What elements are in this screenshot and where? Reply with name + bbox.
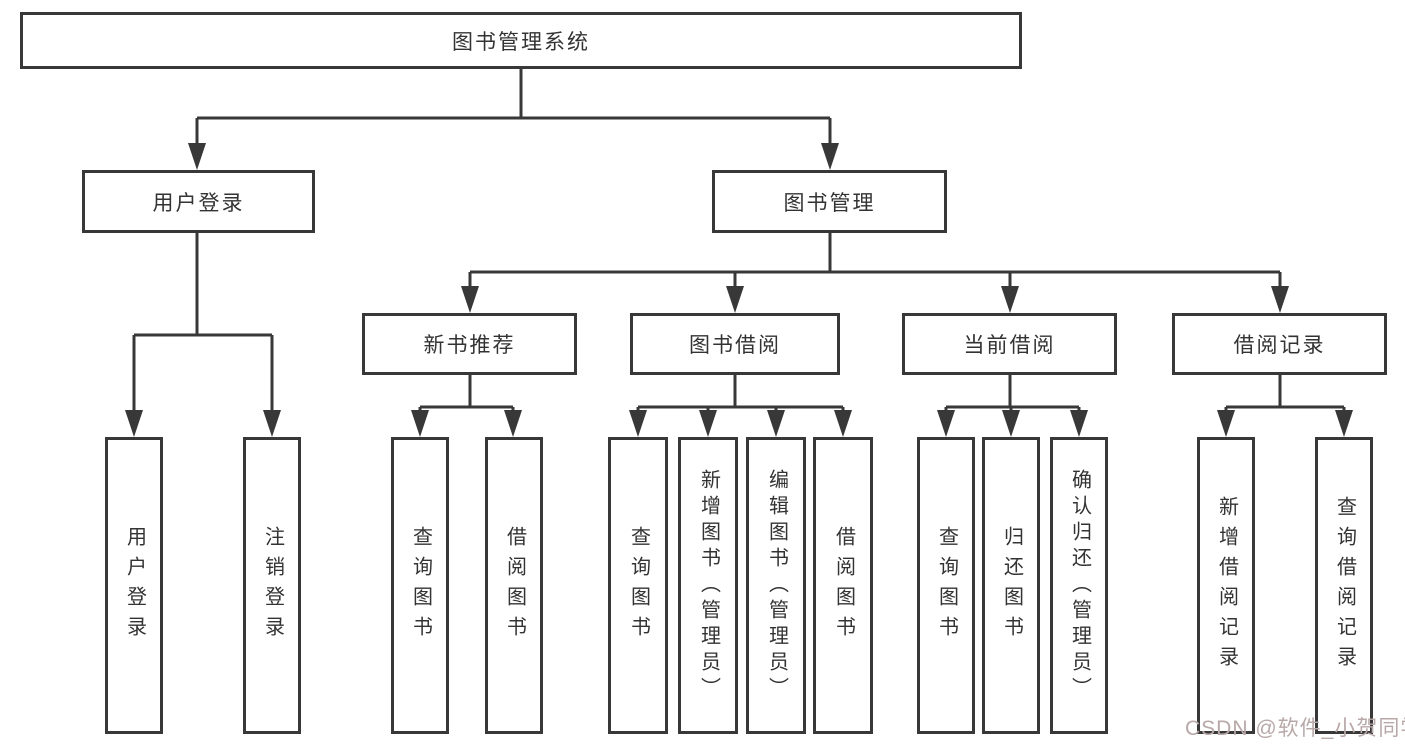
arrow-down-icon	[629, 410, 647, 437]
node-label: 借阅图书	[832, 525, 855, 646]
leaf-borrow-books-2: 借阅图书	[813, 437, 873, 734]
node-current-borrowing: 当前借阅	[902, 313, 1117, 375]
node-user-login: 用户登录	[82, 170, 315, 233]
node-label: 借阅图书	[503, 525, 526, 646]
leaf-query-books-3: 查询图书	[917, 437, 975, 734]
leaf-query-borrow-record: 查询借阅记录	[1315, 437, 1373, 734]
leaf-add-borrow-record: 新增借阅记录	[1197, 437, 1255, 734]
leaf-edit-books-admin: 编辑图书（管理员）	[746, 437, 806, 734]
connector-login-to-children	[132, 233, 274, 412]
arrow-down-icon	[1335, 410, 1353, 437]
node-label: 新增借阅记录	[1215, 495, 1238, 676]
node-label: 借阅记录	[1233, 334, 1326, 357]
arrow-down-icon	[263, 410, 281, 437]
leaf-return-books: 归还图书	[982, 437, 1040, 734]
node-book-management: 图书管理	[712, 170, 947, 233]
connector-records-to-children	[1224, 375, 1346, 412]
node-label: 图书管理	[783, 191, 876, 215]
node-label: 图书管理系统	[452, 30, 590, 54]
leaf-user-login: 用户登录	[105, 437, 163, 734]
leaf-confirm-return-admin: 确认归还（管理员）	[1050, 437, 1108, 734]
node-label: 查询图书	[935, 525, 958, 646]
arrow-down-icon	[834, 410, 852, 437]
arrow-down-icon	[1271, 286, 1289, 313]
node-label: 用户登录	[152, 191, 245, 215]
node-new-book-recommend: 新书推荐	[362, 313, 577, 375]
arrow-down-icon	[411, 410, 429, 437]
watermark: CSDN @软件_小贺同学	[1185, 717, 1405, 740]
arrow-down-icon	[937, 410, 955, 437]
arrow-down-icon	[188, 143, 206, 170]
arrow-down-icon	[821, 143, 839, 170]
node-label: 查询图书	[409, 525, 432, 646]
node-label: 新增图书（管理员）	[697, 468, 720, 703]
node-book-borrowing: 图书借阅	[630, 313, 840, 375]
node-label: 确认归还（管理员）	[1068, 468, 1091, 703]
arrow-down-icon	[1001, 286, 1019, 313]
connector-root-to-level1	[195, 69, 832, 146]
node-borrowing-records: 借阅记录	[1172, 313, 1387, 375]
node-label: 编辑图书（管理员）	[765, 468, 788, 703]
leaf-add-books-admin: 新增图书（管理员）	[678, 437, 738, 734]
leaf-logout: 注销登录	[243, 437, 301, 734]
arrow-down-icon	[461, 286, 479, 313]
node-label: 归还图书	[1000, 525, 1023, 646]
leaf-query-books-2: 查询图书	[608, 437, 668, 734]
node-label: 注销登录	[261, 525, 284, 646]
arrow-down-icon	[125, 410, 143, 437]
arrow-down-icon	[767, 410, 785, 437]
node-library-management-system: 图书管理系统	[20, 12, 1022, 69]
node-label: 图书借阅	[689, 334, 781, 357]
node-label: 查询借阅记录	[1333, 495, 1356, 676]
connector-borrow-to-children	[636, 375, 845, 412]
arrow-down-icon	[1070, 410, 1088, 437]
leaf-query-books-1: 查询图书	[391, 437, 449, 734]
node-label: 查询图书	[627, 525, 650, 646]
connector-mgmt-to-level2	[468, 233, 1282, 288]
leaf-borrow-books-1: 借阅图书	[485, 437, 543, 734]
connector-current-to-children	[944, 375, 1081, 412]
arrow-down-icon	[1002, 410, 1020, 437]
arrow-down-icon	[504, 410, 522, 437]
connector-newbooks-to-children	[418, 375, 515, 412]
arrow-down-icon	[1217, 410, 1235, 437]
node-label: 用户登录	[123, 525, 146, 646]
node-label: 当前借阅	[963, 334, 1056, 357]
node-label: 新书推荐	[423, 334, 516, 357]
arrow-down-icon	[699, 410, 717, 437]
arrow-down-icon	[726, 286, 744, 313]
